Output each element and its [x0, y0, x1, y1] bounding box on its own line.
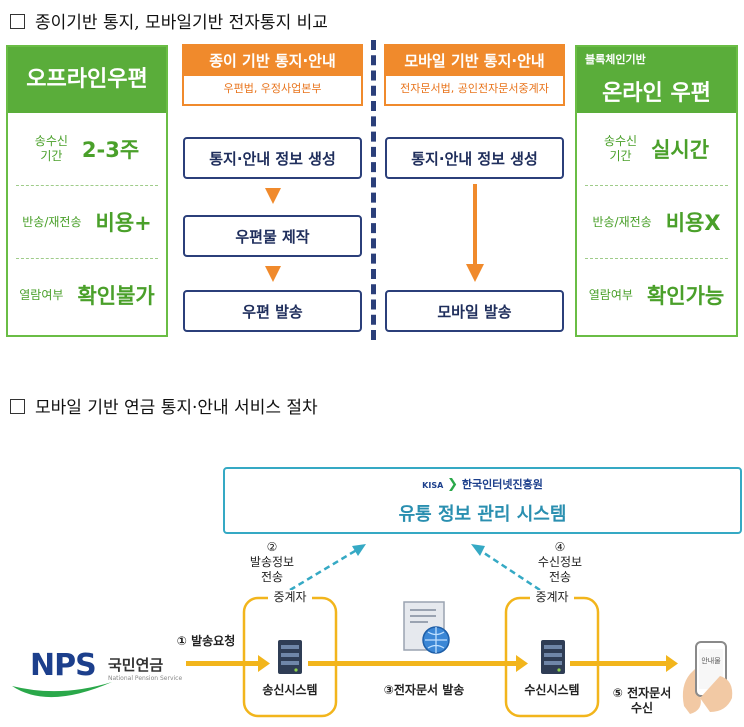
electronic-document-icon	[403, 601, 450, 654]
heading-procedure-text: 모바일 기반 연금 통지·안내 서비스 절차	[35, 398, 318, 418]
offline-return-label: 반송/재전송	[22, 214, 82, 229]
step1-label: ① 발송요청	[176, 634, 236, 648]
distribution-system-box: KISA ❯ 한국인터넷진흥원 유통 정보 관리 시스템	[223, 467, 742, 534]
column-divider	[371, 40, 376, 340]
online-period-value: 실시간	[651, 138, 710, 162]
online-period-label: 송수신 기간	[603, 134, 638, 163]
distribution-system-title: 유통 정보 관리 시스템	[398, 504, 567, 525]
offline-row-period: 송수신 기간 2-3주	[8, 113, 166, 185]
checkbox-square-icon	[10, 399, 25, 414]
hand-phone-icon	[682, 641, 733, 714]
kisa-chevron-icon: ❯	[447, 477, 459, 492]
offline-period-value: 2-3주	[81, 138, 140, 162]
offline-period-label: 송수신 기간	[34, 134, 68, 163]
mobile-notice-header: 모바일 기반 통지·안내 전자문서법, 공인전자문서중계자	[384, 44, 565, 106]
online-return-label: 반송/재전송	[592, 214, 652, 229]
paper-step-produce: 우편물 제작	[183, 215, 362, 257]
checkbox-square-icon	[10, 14, 25, 29]
nps-logo: NPS 국민연금 National Pension Service	[8, 644, 198, 706]
kisa-name: 한국인터넷진흥원	[461, 478, 543, 491]
kisa-logo: KISA ❯ 한국인터넷진흥원	[225, 476, 740, 492]
paper-notice-subtitle: 우편법, 우정사업본부	[223, 82, 322, 95]
phone-screen-text: 안내물	[701, 657, 721, 665]
online-mail-header: 블록체인기반 온라인 우편	[577, 47, 736, 113]
online-mail-tag: 블록체인기반	[585, 53, 646, 66]
step3-label: ③전자문서 발송	[383, 683, 465, 697]
step2-label: ② 발송정보 전송	[244, 540, 300, 585]
offline-read-label: 열람여부	[19, 287, 64, 302]
nps-name: 국민연금	[108, 656, 164, 674]
online-row-return: 반송/재전송 비용X	[577, 186, 736, 258]
send-server-icon	[278, 640, 302, 674]
mobile-step-send: 모바일 발송	[385, 290, 564, 332]
online-mail-panel: 블록체인기반 온라인 우편 송수신 기간 실시간 반송/재전송 비용X 열람여부…	[575, 45, 738, 337]
paper-notice-header: 종이 기반 통지·안내 우편법, 우정사업본부	[182, 44, 363, 106]
send-system-label: 송신시스템	[262, 683, 318, 697]
relay-left-label: 중계자	[268, 590, 312, 605]
online-mail-title: 온라인 우편	[602, 81, 711, 106]
receive-system-label: 수신시스템	[524, 683, 580, 697]
arrow-down-icon	[265, 188, 281, 204]
step4-number: ④	[554, 540, 566, 554]
step4-label: ④ 수신정보 전송	[532, 540, 588, 585]
offline-mail-panel: 오프라인우편 송수신 기간 2-3주 반송/재전송 비용+ 열람여부 확인불가	[6, 45, 168, 337]
mobile-notice-title: 모바일 기반 통지·안내	[386, 46, 563, 76]
offline-mail-title: 오프라인우편	[8, 47, 166, 113]
nps-sub: National Pension Service	[108, 675, 183, 682]
paper-step-send: 우편 발송	[183, 290, 362, 332]
kisa-label: KISA	[422, 481, 444, 490]
online-read-label: 열람여부	[588, 287, 633, 302]
online-read-value: 확인가능	[646, 284, 725, 308]
heading-comparison-text: 종이기반 통지, 모바일기반 전자통지 비교	[35, 13, 328, 33]
heading-comparison: 종이기반 통지, 모바일기반 전자통지 비교	[10, 8, 328, 33]
online-return-value: 비용X	[665, 211, 721, 235]
offline-return-value: 비용+	[95, 211, 152, 235]
relay-right-label: 중계자	[530, 590, 574, 605]
step2-text: 발송정보 전송	[249, 555, 295, 584]
receive-server-icon	[541, 640, 565, 674]
online-row-read: 열람여부 확인가능	[577, 259, 736, 331]
offline-row-return: 반송/재전송 비용+	[8, 186, 166, 258]
mobile-step-create: 통지·안내 정보 생성	[385, 137, 564, 179]
heading-procedure: 모바일 기반 연금 통지·안내 서비스 절차	[10, 393, 318, 418]
step4-text: 수신정보 전송	[537, 555, 583, 584]
nps-swoosh-icon	[12, 682, 112, 698]
online-row-period: 송수신 기간 실시간	[577, 113, 736, 185]
mobile-notice-subtitle: 전자문서법, 공인전자문서중계자	[400, 82, 549, 95]
paper-step-create: 통지·안내 정보 생성	[183, 137, 362, 179]
paper-notice-title: 종이 기반 통지·안내	[184, 46, 361, 76]
step5-label: ⑤ 전자문서 수신	[612, 686, 672, 715]
offline-read-value: 확인불가	[77, 284, 155, 308]
step2-number: ②	[266, 540, 278, 554]
arrow-down-icon	[265, 266, 281, 282]
nps-logo-text: NPS	[30, 648, 97, 683]
offline-row-read: 열람여부 확인불가	[8, 259, 166, 331]
arrow-down-long-icon	[466, 184, 484, 282]
